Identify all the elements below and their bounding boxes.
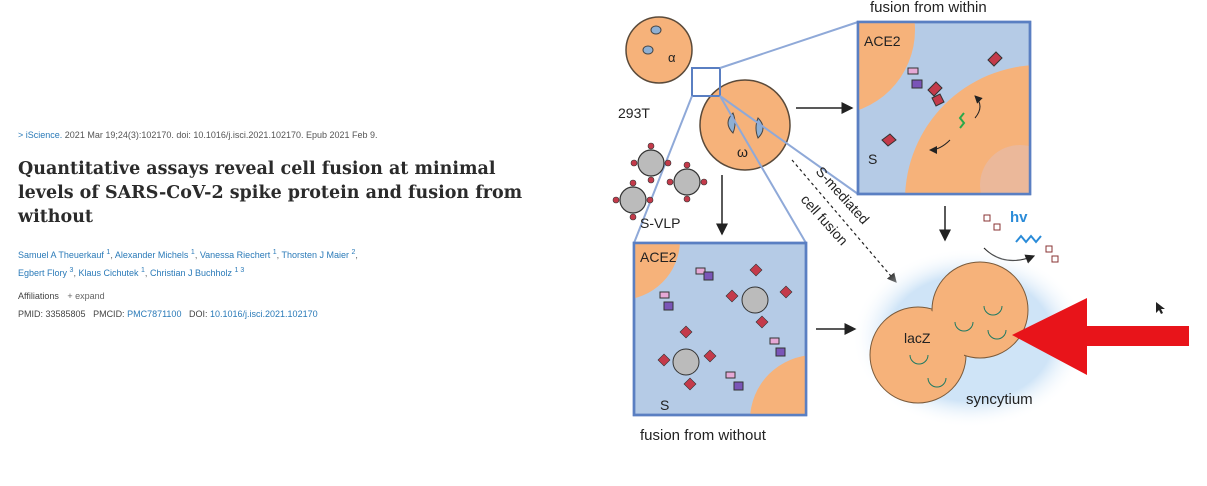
released-peptide — [958, 112, 966, 129]
author-link[interactable]: Vanessa Riechert — [199, 250, 271, 260]
citation-text: 2021 Mar 19;24(3):102170. doi: 10.1016/j… — [64, 130, 378, 140]
svlp-particle — [619, 149, 701, 214]
ace2-top-label: ACE2 — [864, 33, 901, 49]
receptor-pairs — [659, 267, 786, 391]
red-pointer-arrow — [1012, 298, 1189, 375]
author-link[interactable]: Egbert Flory — [18, 268, 68, 278]
author-link[interactable]: Alexander Michels — [114, 250, 189, 260]
author-link[interactable]: Thorsten J Maier — [281, 250, 349, 260]
author-sup: 1 3 — [234, 267, 245, 274]
citation-line: > iScience. 2021 Mar 19;24(3):102170. do… — [18, 130, 378, 140]
zoom-line — [633, 95, 693, 244]
cell-line-label: 293T — [618, 105, 650, 121]
alpha-vesicle — [650, 25, 662, 35]
zoom-line — [719, 21, 859, 69]
omega-label: ω — [737, 144, 748, 160]
author-link[interactable]: Klaus Cichutek — [78, 268, 139, 278]
fusion-within-label: fusion from within — [870, 0, 987, 16]
syncytium-fill — [872, 309, 964, 401]
graphical-abstract: fusion from within α 293T ω ACE2 S — [612, 0, 1189, 444]
identifiers-row: PMID: 33585805 PMCID: PMC7871100 DOI: 10… — [18, 309, 318, 319]
expand-button[interactable]: + expand — [67, 291, 105, 301]
svlp-spikes — [612, 142, 708, 221]
article-summary: > iScience. 2021 Mar 19;24(3):102170. do… — [18, 0, 578, 486]
svlp-label: S-VLP — [640, 215, 680, 231]
author-sup: 1 — [190, 249, 195, 256]
omega-cell — [699, 79, 791, 171]
lacz-label: lacZ — [904, 330, 931, 346]
author-sup: 1 — [106, 249, 111, 256]
spike-protein-icon — [881, 51, 1003, 147]
ace2-bottom-label: ACE2 — [640, 249, 677, 265]
alpha-label: α — [668, 50, 676, 65]
hv-label: hv — [1010, 209, 1028, 226]
bound-spikes — [657, 263, 793, 391]
zoom-marker — [691, 67, 721, 97]
svlp-bound — [741, 286, 769, 314]
author-sup: 1 — [141, 267, 145, 274]
product-icon — [1051, 255, 1059, 263]
author-sup: 3 — [69, 267, 74, 274]
author-link[interactable]: Christian J Buchholz — [149, 268, 232, 278]
panel-top-cell-a — [858, 22, 915, 111]
fusion-without-label: fusion from without — [640, 427, 767, 444]
light-wave-icon — [1015, 234, 1042, 244]
svlp-bound — [672, 348, 700, 376]
pmcid-link[interactable]: PMC7871100 — [127, 309, 182, 319]
alpha-cell — [625, 16, 693, 84]
s-bottom-label: S — [660, 397, 669, 413]
author-list: Samuel A Theuerkauf 1, Alexander Michels… — [18, 249, 358, 278]
affiliations-label: Affiliations — [18, 291, 59, 301]
pmid: PMID: 33585805 — [18, 309, 86, 319]
zoom-line — [719, 95, 859, 195]
author-link[interactable]: Samuel A Theuerkauf — [18, 250, 104, 260]
lacz-icon — [909, 305, 1007, 388]
syncytium-label: syncytium — [966, 391, 1033, 408]
product-icon — [1045, 245, 1053, 253]
s-mediated-arrow — [791, 159, 897, 283]
affiliations-row: Affiliations + expand — [18, 291, 105, 301]
doi-label: DOI: — [188, 309, 208, 319]
doi-link[interactable]: 10.1016/j.isci.2021.102170 — [210, 309, 318, 319]
alpha-vesicle — [642, 45, 654, 55]
substrate-icon — [993, 223, 1001, 231]
pmcid-label: PMCID: — [93, 309, 125, 319]
substrate-icon — [983, 214, 991, 222]
author-sup: 2 — [351, 249, 356, 256]
author-sup: 1 — [272, 249, 277, 256]
zoom-line — [719, 95, 807, 244]
article-title: Quantitative assays reveal cell fusion a… — [18, 159, 523, 227]
s-top-label: S — [868, 151, 877, 167]
journal-link[interactable]: > iScience. — [18, 130, 63, 140]
mouse-cursor-icon — [1156, 302, 1165, 314]
nucleus — [980, 145, 1030, 194]
